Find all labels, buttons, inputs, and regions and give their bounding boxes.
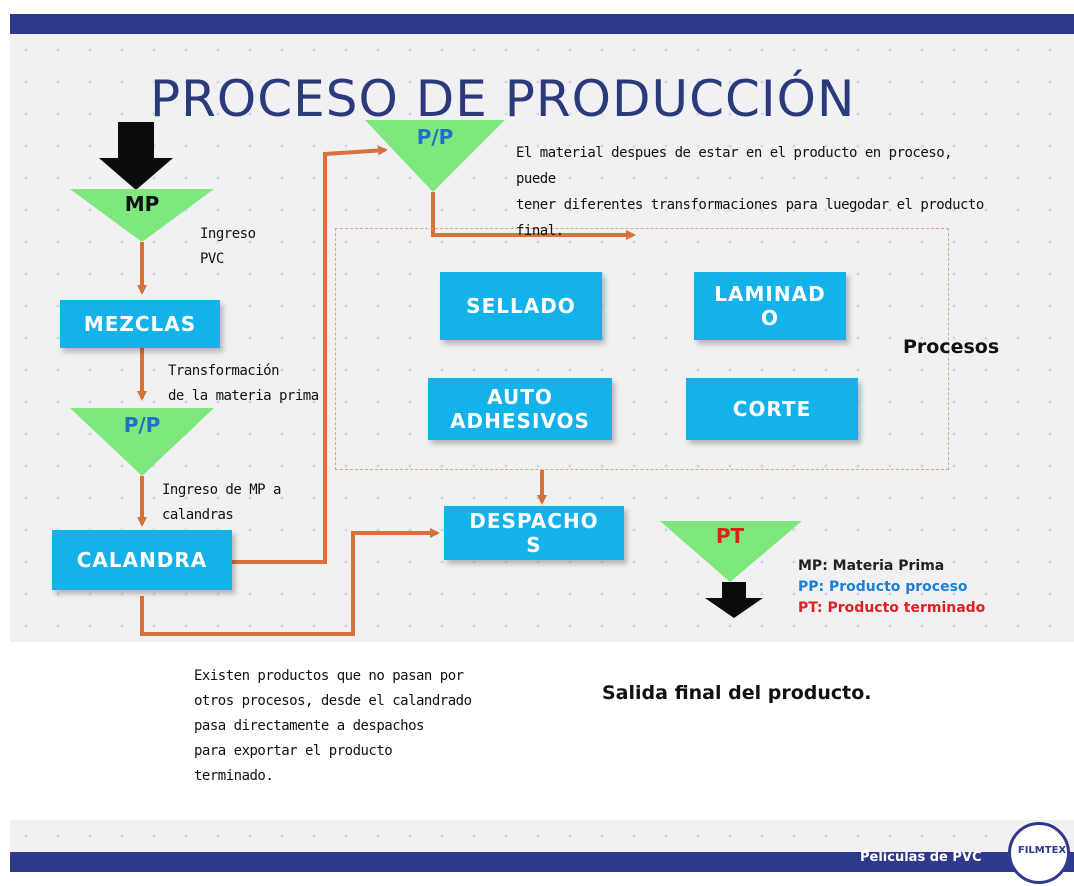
note-line: de la materia prima xyxy=(168,388,319,404)
box-despachos: DESPACHO S xyxy=(444,506,624,560)
box-auto-adhesivos: AUTO ADHESIVOS xyxy=(428,378,612,440)
legend: MP: Materia Prima PP: Producto proceso P… xyxy=(798,556,1038,619)
note-line: terminado. xyxy=(194,768,274,784)
note-ingreso-mp: Ingreso de MP a calandras xyxy=(162,478,322,528)
note-line: final. xyxy=(516,223,564,239)
triangle-pt xyxy=(660,521,802,582)
note-line: Ingreso xyxy=(200,226,256,242)
note-line: PVC xyxy=(200,251,224,267)
triangle-mp xyxy=(70,189,214,242)
triangle-pp-left xyxy=(70,408,214,476)
salida-label: Salida final del producto. xyxy=(602,682,872,704)
footer-text: Películas de PVC xyxy=(860,850,982,865)
filmtex-logo: FILMTEX xyxy=(1008,822,1070,884)
box-calandra: CALANDRA xyxy=(52,530,232,590)
box-laminado: LAMINAD O xyxy=(694,272,846,340)
note-line: Ingreso de MP a xyxy=(162,482,281,498)
legend-item: PT: Producto terminado xyxy=(798,600,986,616)
procesos-label: Procesos xyxy=(903,336,1000,358)
triangle-pp-top-label: P/P xyxy=(416,125,454,149)
arrow-pp-procesos xyxy=(431,192,636,240)
output-arrow xyxy=(705,582,763,618)
legend-item: MP: Materia Prima xyxy=(798,558,945,574)
input-arrow xyxy=(99,122,173,190)
bottom-bar xyxy=(10,852,1074,872)
note-line: pasa directamente a despachos xyxy=(194,718,424,734)
top-bar xyxy=(10,14,1074,34)
triangle-pp-top xyxy=(365,120,505,192)
note-material-despues: El material despues de estar en el produ… xyxy=(516,140,996,244)
box-sellado: SELLADO xyxy=(440,272,602,340)
triangle-pp-left-label: P/P xyxy=(123,413,161,437)
triangle-pt-label: PT xyxy=(715,524,745,548)
note-line: para exportar el producto xyxy=(194,743,393,759)
page-title: PROCESO DE PRODUCCIÓN xyxy=(150,70,856,128)
note-line: calandras xyxy=(162,507,234,523)
note-line: tener diferentes transformaciones para l… xyxy=(516,197,984,213)
note-existen: Existen productos que no pasan por otros… xyxy=(194,664,484,789)
note-line: Transformación xyxy=(168,363,280,379)
background-paper-bottom xyxy=(10,820,1074,852)
triangle-mp-label: MP xyxy=(124,192,160,216)
logo-text: FILMTEX xyxy=(1017,845,1067,856)
note-line: Existen productos que no pasan por xyxy=(194,668,464,684)
note-line: otros procesos, desde el calandrado xyxy=(194,693,472,709)
box-corte: CORTE xyxy=(686,378,858,440)
note-line: El material despues de estar en el produ… xyxy=(516,145,953,187)
note-transformacion: Transformación de la materia prima xyxy=(168,359,328,409)
legend-item: PP: Producto proceso xyxy=(798,579,968,595)
procesos-group xyxy=(335,228,949,470)
box-mezclas: MEZCLAS xyxy=(60,300,220,348)
note-ingreso-pvc: Ingreso PVC xyxy=(200,222,310,272)
arrow-calandra-pp-top xyxy=(232,145,388,564)
arrow-calandra-despachos xyxy=(140,528,440,636)
